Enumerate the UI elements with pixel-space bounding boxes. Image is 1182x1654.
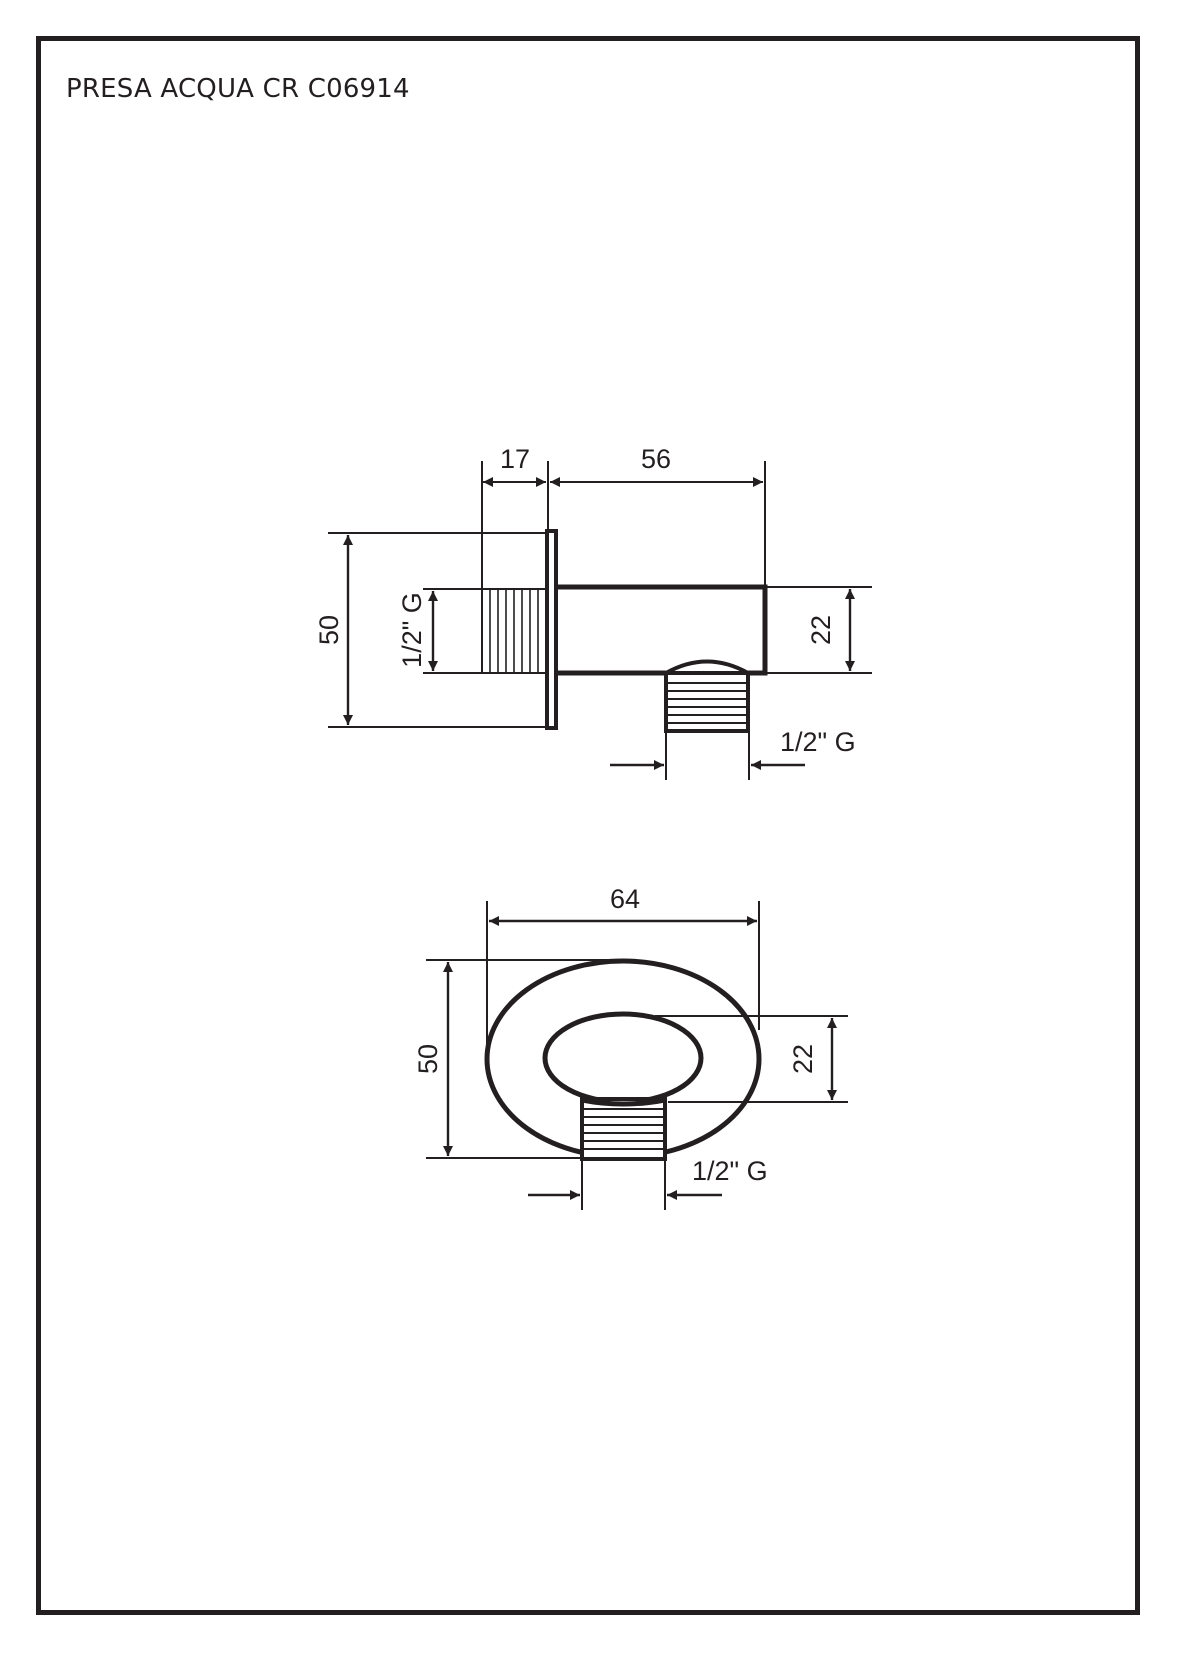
front-outlet-thread-hatch: [582, 1108, 665, 1150]
label-front-22: 22: [788, 1044, 818, 1074]
label-front-outlet-thread: 1/2" G: [692, 1156, 768, 1186]
drawing-title: PRESA ACQUA CR C06914: [66, 74, 410, 104]
front-view: [426, 901, 848, 1210]
outlet-thread-hatch: [666, 682, 748, 724]
inlet-thread-hatch: [489, 589, 539, 673]
label-56: 56: [641, 444, 671, 474]
label-50: 50: [314, 615, 344, 645]
label-inlet-thread: 1/2" G: [397, 592, 427, 668]
drawing-frame: [36, 36, 1140, 1615]
label-outlet-thread: 1/2" G: [780, 727, 856, 757]
label-front-50: 50: [413, 1044, 443, 1074]
side-view: [328, 461, 872, 780]
label-17: 17: [500, 444, 530, 474]
label-22: 22: [806, 615, 836, 645]
label-64: 64: [610, 884, 640, 914]
